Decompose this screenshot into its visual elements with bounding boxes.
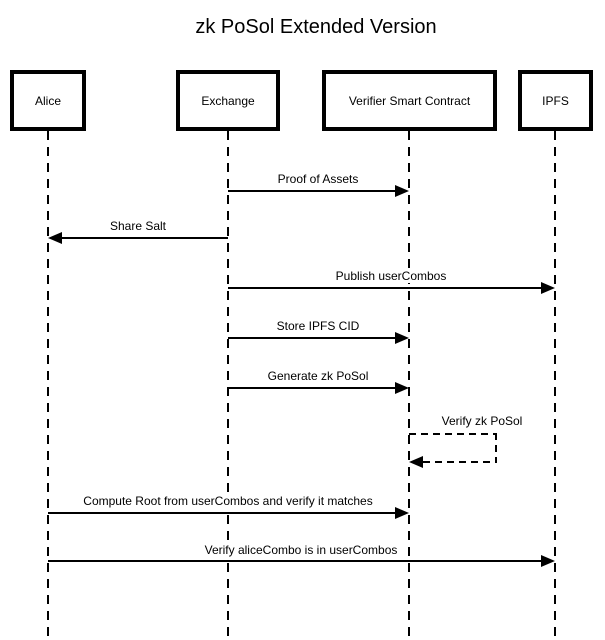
arrowhead-right-icon [395, 507, 409, 519]
actor-label-alice: Alice [34, 93, 61, 108]
message-line [61, 237, 228, 239]
message-line [48, 560, 542, 562]
arrowhead-right-icon [395, 332, 409, 344]
message-label: Verify zk PoSol [438, 414, 526, 428]
arrowhead-right-icon [541, 282, 555, 294]
actor-label-verifier-smart-contract: Verifier Smart Contract [348, 93, 471, 108]
arrowhead-left-icon [48, 232, 62, 244]
self-loop-right-line [495, 433, 497, 463]
diagram-title: zk PoSol Extended Version [195, 16, 437, 38]
lifeline-alice [47, 131, 49, 640]
actor-label-exchange: Exchange [201, 93, 255, 108]
message-line [228, 387, 396, 389]
actor-box-ipfs: IPFS [518, 70, 593, 131]
arrowhead-right-icon [395, 382, 409, 394]
actor-label-ipfs: IPFS [542, 93, 569, 108]
lifeline-verifier-smart-contract [408, 131, 410, 640]
lifeline-exchange [227, 131, 229, 640]
actor-box-verifier-smart-contract: Verifier Smart Contract [322, 70, 497, 131]
message-label: Store IPFS CID [273, 319, 363, 333]
arrowhead-left-icon [409, 456, 423, 468]
actor-box-alice: Alice [10, 70, 86, 131]
arrowhead-right-icon [541, 555, 555, 567]
message-line [48, 512, 396, 514]
message-label: Proof of Assets [274, 172, 362, 186]
message-label: Generate zk PoSol [264, 369, 372, 383]
message-label: Share Salt [106, 219, 170, 233]
message-label: Publish userCombos [332, 269, 450, 283]
self-loop-bottom-line [423, 461, 497, 463]
lifeline-ipfs [554, 131, 556, 640]
message-label: Verify aliceCombo is in userCombos [201, 543, 401, 557]
self-loop-top-line [409, 433, 497, 435]
message-line [228, 337, 396, 339]
actor-box-exchange: Exchange [176, 70, 280, 131]
message-line [228, 190, 396, 192]
message-line [228, 287, 542, 289]
arrowhead-right-icon [395, 185, 409, 197]
message-label: Compute Root from userCombos and verify … [80, 494, 376, 508]
